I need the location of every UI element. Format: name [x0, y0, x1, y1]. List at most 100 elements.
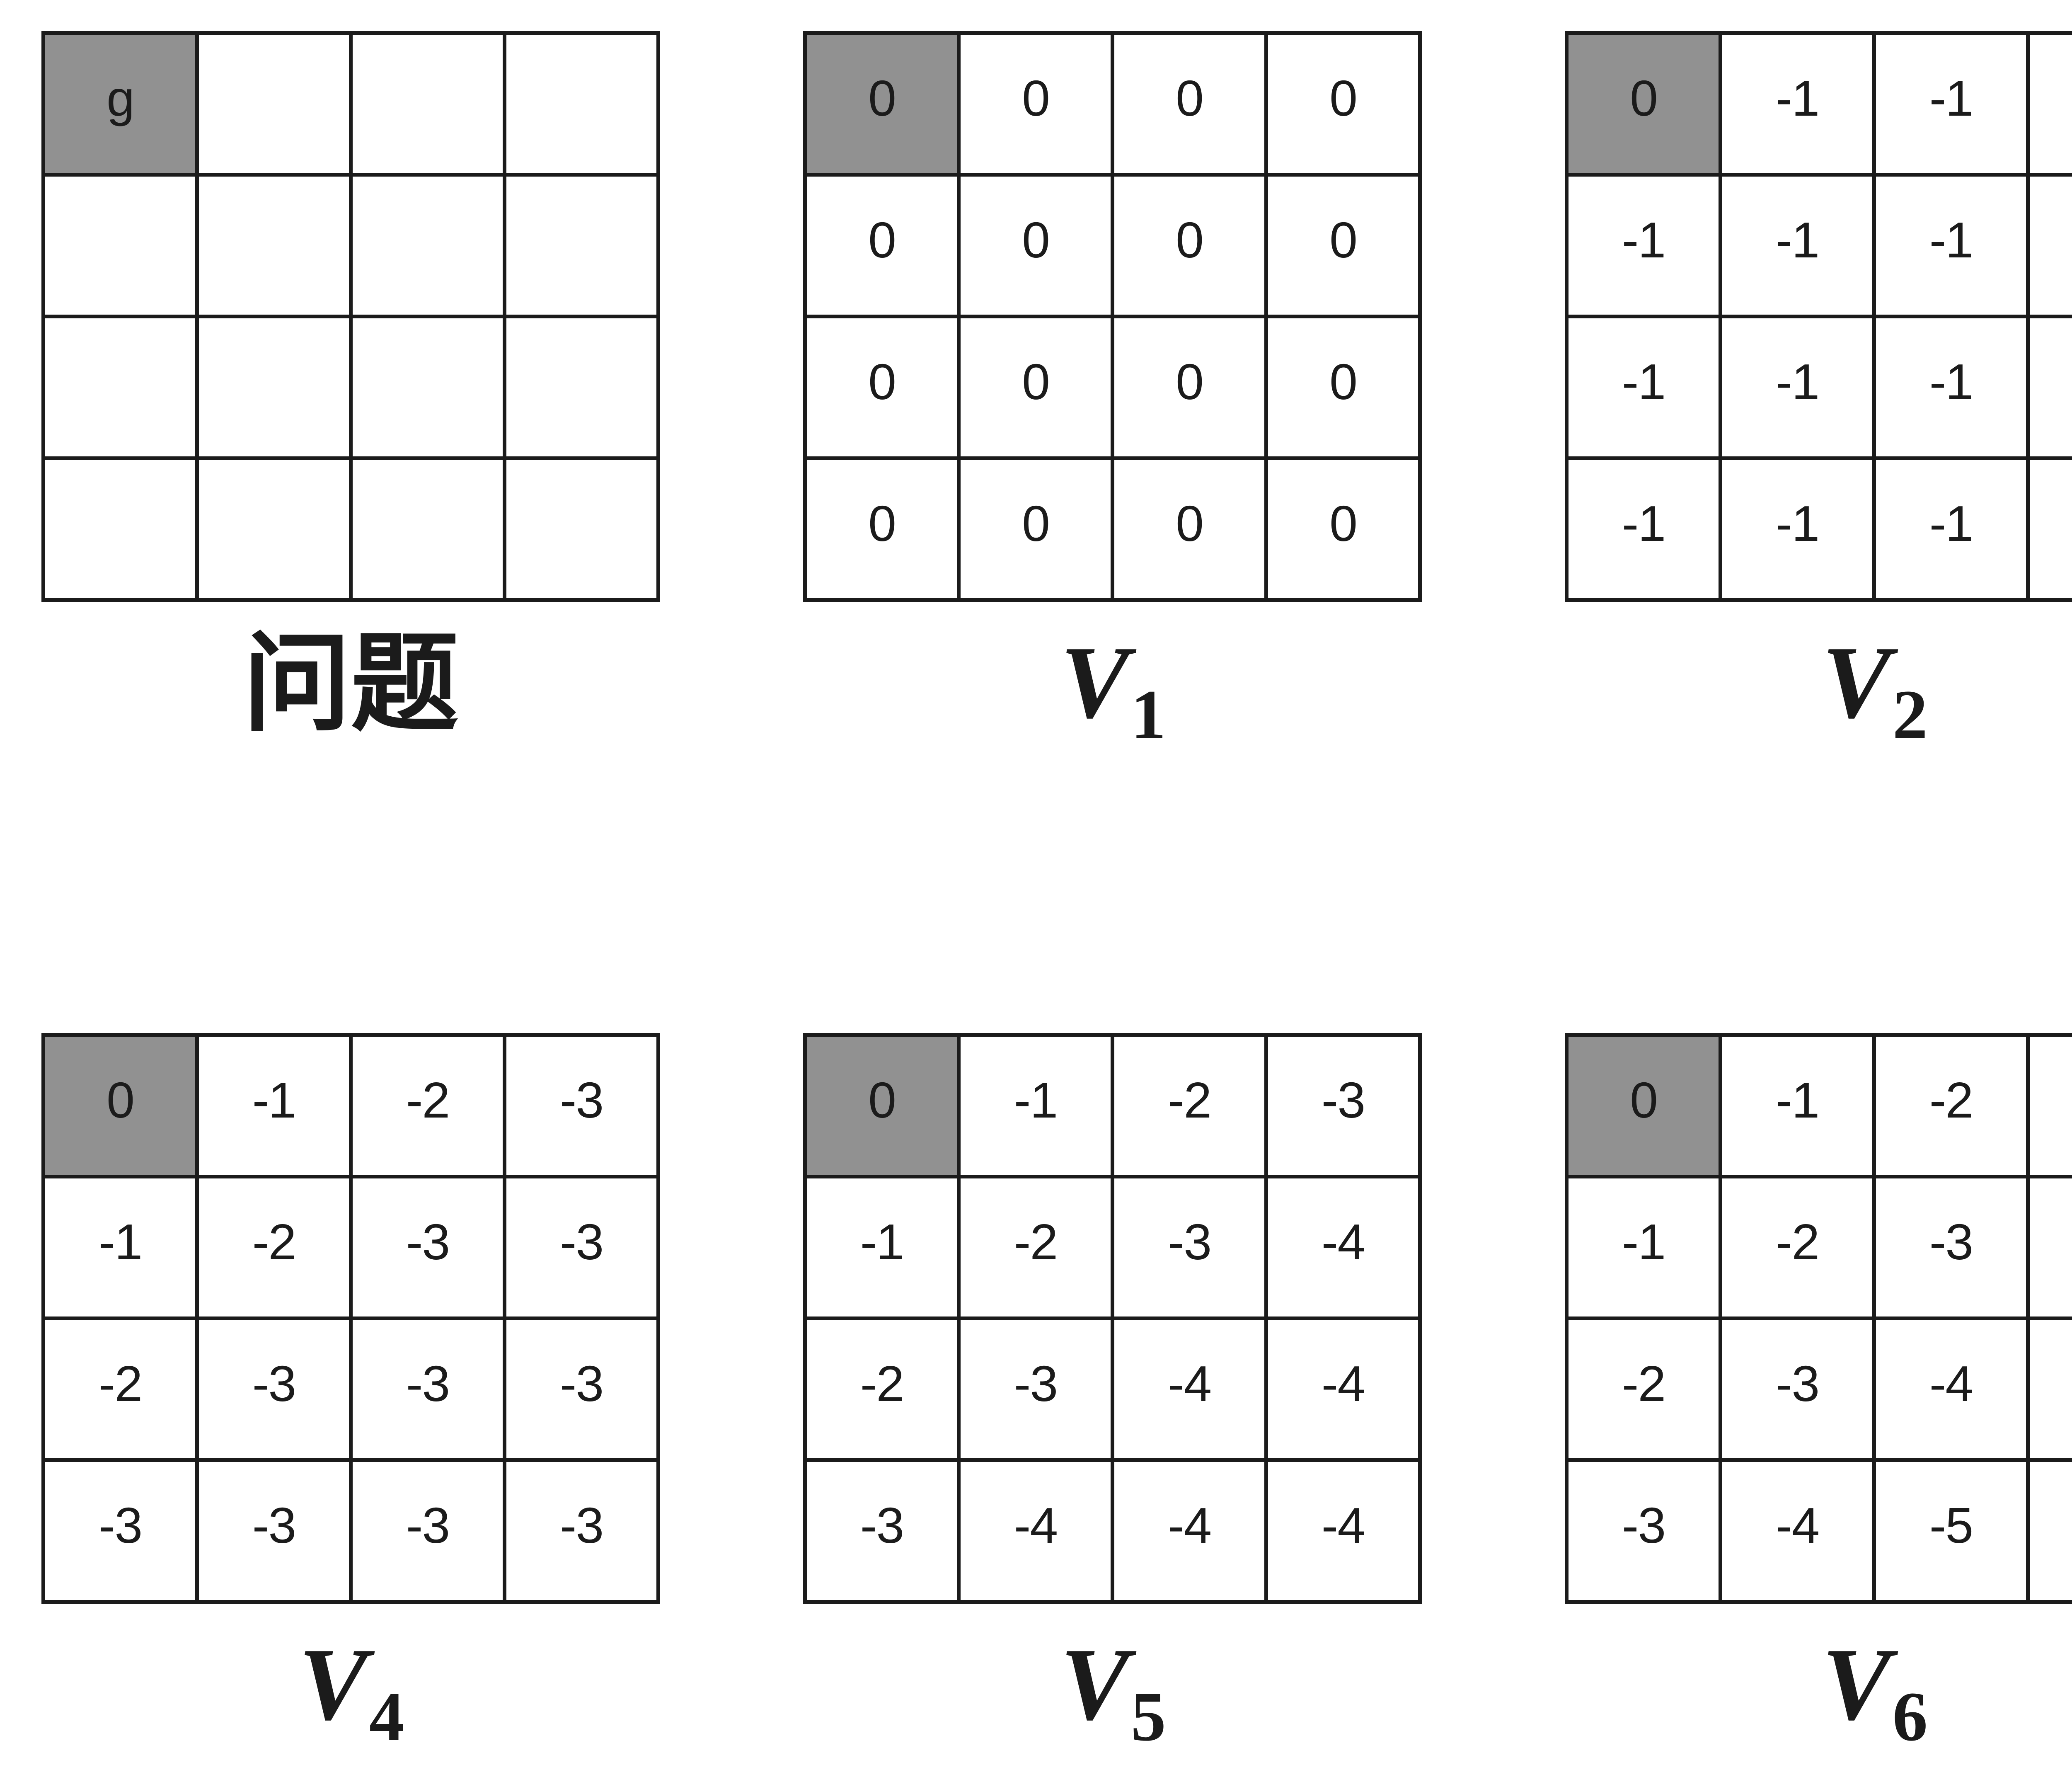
- goal-cell: 0: [805, 1035, 959, 1177]
- grid-row: [44, 175, 658, 317]
- grid-cell: -1: [2028, 458, 2072, 600]
- grid-cell: 0: [805, 458, 959, 600]
- grid-cell: 0: [1266, 175, 1420, 317]
- grid-cell: -3: [197, 1460, 351, 1602]
- grid-cell: -2: [1113, 1035, 1266, 1177]
- grid-cell: -3: [351, 1177, 505, 1319]
- grid-cell: -1: [44, 1177, 197, 1319]
- grid-cell: -1: [805, 1177, 959, 1319]
- grid-cell: -2: [959, 1177, 1113, 1319]
- grid-cell: -1: [1874, 33, 2028, 175]
- grid-cell: 0: [1266, 33, 1420, 175]
- grid-cell: [505, 458, 658, 600]
- label-base: V: [1822, 625, 1891, 740]
- grid-cell: 0: [959, 317, 1113, 458]
- grid-cell: -3: [351, 1319, 505, 1460]
- grid-cell: [197, 458, 351, 600]
- grid-cell: -3: [505, 1319, 658, 1460]
- grid-row: 0-1-2-3: [1567, 1035, 2072, 1177]
- label-subscript: 2: [1893, 676, 1928, 754]
- grid-label-v1: V1: [1060, 631, 1165, 780]
- grid-cell: -5: [1874, 1460, 2028, 1602]
- grid-cell: [351, 458, 505, 600]
- grid-cell: [505, 317, 658, 458]
- grid-row: -1-1-1-1: [1567, 458, 2072, 600]
- goal-cell: 0: [1567, 33, 1721, 175]
- grid-cell: -2: [1874, 1035, 2028, 1177]
- grid-cell: -4: [1874, 1319, 2028, 1460]
- label-base: V: [299, 1627, 368, 1742]
- grid-cell: -5: [2028, 1460, 2072, 1602]
- goal-cell: g: [44, 33, 197, 175]
- label-subscript: 4: [369, 1678, 404, 1755]
- grid-panel-problem: g 问题: [41, 31, 660, 780]
- grid-cell: -4: [2028, 1177, 2072, 1319]
- grid-cell: 0: [805, 317, 959, 458]
- grid-cell: -2: [805, 1319, 959, 1460]
- grid-panel-v2: 0-1-1-1-1-1-1-1-1-1-1-1-1-1-1-1V2: [1565, 31, 2072, 780]
- grid-cell: -3: [1874, 1177, 2028, 1319]
- grid-row: [44, 458, 658, 600]
- grid-cell: -4: [1721, 1460, 1874, 1602]
- grid-cell: -1: [2028, 175, 2072, 317]
- value-grid-v5: 0-1-2-3-1-2-3-4-2-3-4-4-3-4-4-4: [803, 1033, 1422, 1604]
- grid-row: -2-3-4-5: [1567, 1319, 2072, 1460]
- grid-cell: -4: [959, 1460, 1113, 1602]
- value-grid-problem: g: [41, 31, 660, 602]
- grid-cell: -1: [1721, 317, 1874, 458]
- grid-cell: 0: [1113, 175, 1266, 317]
- label-base: V: [1822, 1627, 1891, 1742]
- goal-cell: 0: [44, 1035, 197, 1177]
- grid-row: -1-2-3-4: [1567, 1177, 2072, 1319]
- grid-cell: -1: [959, 1035, 1113, 1177]
- grid-cell: -4: [1266, 1177, 1420, 1319]
- grid-cell: -3: [805, 1460, 959, 1602]
- grid-label-problem: 问题: [243, 631, 459, 780]
- grid-cell: [44, 317, 197, 458]
- grid-cell: -2: [44, 1319, 197, 1460]
- grid-label-v5: V5: [1060, 1633, 1165, 1782]
- grid-row: -3-4-5-5: [1567, 1460, 2072, 1602]
- grid-cell: -1: [1874, 175, 2028, 317]
- grid-cell: -2: [1567, 1319, 1721, 1460]
- grid-cell: -1: [1567, 1177, 1721, 1319]
- value-grid-v4: 0-1-2-3-1-2-3-3-2-3-3-3-3-3-3-3: [41, 1033, 660, 1604]
- grid-label-v4: V4: [299, 1633, 403, 1782]
- grid-cell: -1: [1567, 458, 1721, 600]
- grid-cell: -1: [1721, 458, 1874, 600]
- grid-cell: -3: [351, 1460, 505, 1602]
- grid-row: -2-3-4-4: [805, 1319, 1420, 1460]
- grid-cell: -4: [1266, 1460, 1420, 1602]
- grid-cell: 0: [1113, 317, 1266, 458]
- grid-cell: -3: [2028, 1035, 2072, 1177]
- grid-cell: [44, 458, 197, 600]
- grid-cell: [351, 175, 505, 317]
- grid-row: -3-3-3-3: [44, 1460, 658, 1602]
- grid-cell: -3: [1567, 1460, 1721, 1602]
- grid-cell: -2: [197, 1177, 351, 1319]
- grid-cell: -1: [2028, 317, 2072, 458]
- grid-row: -3-4-4-4: [805, 1460, 1420, 1602]
- grid-cell: 0: [1113, 458, 1266, 600]
- grid-cell: -2: [1721, 1177, 1874, 1319]
- value-grid-v2: 0-1-1-1-1-1-1-1-1-1-1-1-1-1-1-1: [1565, 31, 2072, 602]
- grid-cell: -1: [2028, 33, 2072, 175]
- grid-cell: 0: [959, 33, 1113, 175]
- grid-panel-v6: 0-1-2-3-1-2-3-4-2-3-4-5-3-4-5-5V6: [1565, 1033, 2072, 1782]
- grid-cell: -3: [959, 1319, 1113, 1460]
- grid-cell: -1: [1874, 458, 2028, 600]
- label-subscript: 5: [1131, 1678, 1166, 1755]
- grid-row: [44, 317, 658, 458]
- grid-cell: [351, 33, 505, 175]
- grid-cell: -1: [1567, 317, 1721, 458]
- grid-cell: -1: [1721, 175, 1874, 317]
- label-base: V: [1060, 625, 1130, 740]
- grid-row: -1-2-3-4: [805, 1177, 1420, 1319]
- grid-cell: 0: [959, 458, 1113, 600]
